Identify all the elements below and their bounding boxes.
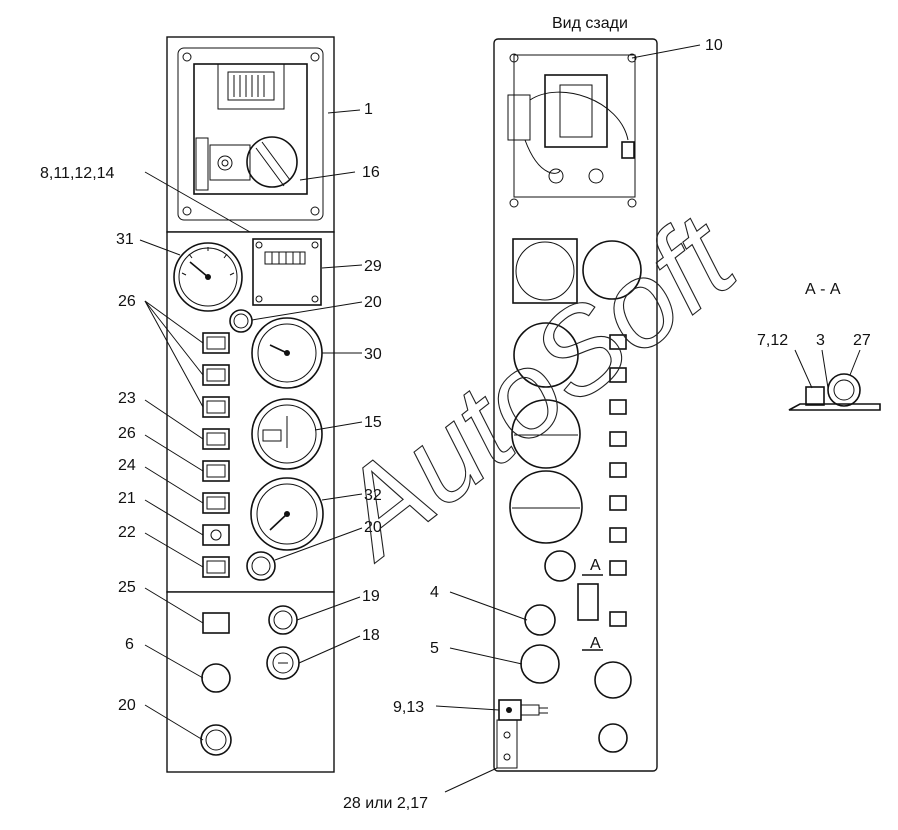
tachograph-knob bbox=[246, 136, 298, 188]
callout-15: 15 bbox=[364, 414, 382, 431]
rear-socket bbox=[544, 550, 576, 582]
callout-20-top: 20 bbox=[364, 294, 382, 311]
callout-5: 5 bbox=[430, 640, 439, 657]
rear-gauge-body-31 bbox=[512, 238, 578, 304]
rear-gauge-32 bbox=[509, 470, 583, 544]
rear-ground-strip bbox=[496, 719, 518, 769]
callout-26-mid: 26 bbox=[118, 425, 136, 442]
callout-8-11-12-14: 8,11,12,14 bbox=[40, 165, 115, 182]
control-module bbox=[166, 591, 335, 773]
small-lamp-20 bbox=[229, 309, 253, 333]
gauge-module bbox=[166, 231, 335, 593]
callout-20-bottom: 20 bbox=[118, 697, 136, 714]
callout-16: 16 bbox=[362, 164, 380, 181]
callout-23: 23 bbox=[118, 390, 136, 407]
callout-30: 30 bbox=[364, 346, 382, 363]
section-mark-top: А bbox=[590, 557, 601, 574]
front-panel bbox=[166, 36, 335, 773]
callout-10: 10 bbox=[705, 37, 723, 54]
lamp-20-bottom bbox=[200, 724, 232, 756]
callout-7-12: 7,12 bbox=[757, 332, 788, 349]
temperature-gauge-32 bbox=[250, 477, 324, 551]
callout-4: 4 bbox=[430, 584, 439, 601]
top-module bbox=[166, 36, 335, 233]
rear-panel-outline bbox=[493, 38, 658, 772]
callout-3: 3 bbox=[816, 332, 825, 349]
switch-block-29 bbox=[252, 238, 322, 306]
callout-27: 27 bbox=[853, 332, 871, 349]
callout-19: 19 bbox=[362, 588, 380, 605]
callout-6: 6 bbox=[125, 636, 134, 653]
rear-socket-4 bbox=[524, 604, 556, 636]
rear-gauge-30 bbox=[513, 322, 579, 388]
callout-28-or-2-17: 28 или 2,17 bbox=[343, 795, 428, 812]
rear-switch-25 bbox=[577, 583, 599, 621]
callout-32: 32 bbox=[364, 487, 382, 504]
leader-lines bbox=[139, 44, 861, 793]
rear-lamp-bottom bbox=[598, 723, 628, 753]
callout-25: 25 bbox=[118, 579, 136, 596]
callout-22: 22 bbox=[118, 524, 136, 541]
tachograph-display bbox=[217, 63, 285, 110]
pressure-gauge-31 bbox=[173, 242, 243, 312]
callout-9-13: 9,13 bbox=[393, 699, 424, 716]
section-mark-bottom: А bbox=[590, 635, 601, 652]
section-title: А - А bbox=[805, 281, 841, 298]
callout-24: 24 bbox=[118, 457, 136, 474]
callout-21: 21 bbox=[118, 490, 136, 507]
voltmeter-15 bbox=[251, 398, 323, 470]
callout-20-mid: 20 bbox=[364, 519, 382, 536]
rear-device-body bbox=[544, 74, 608, 148]
callout-1: 1 bbox=[364, 101, 373, 118]
rear-view-title: Вид сзади bbox=[552, 15, 628, 32]
rear-connector bbox=[507, 94, 531, 141]
callout-18: 18 bbox=[362, 627, 380, 644]
rear-lamp-sockets bbox=[609, 334, 627, 627]
callout-26-top: 26 bbox=[118, 293, 136, 310]
rear-top-box bbox=[513, 54, 636, 198]
top-module-frame bbox=[177, 47, 324, 221]
rear-gauge-15 bbox=[511, 399, 581, 469]
rear-lock-18 bbox=[594, 661, 632, 699]
lamp-20-lower bbox=[246, 551, 276, 581]
rear-gauge-29 bbox=[582, 240, 642, 300]
callout-29: 29 bbox=[364, 258, 382, 275]
section-a-a bbox=[788, 373, 881, 411]
callout-31: 31 bbox=[116, 231, 134, 248]
